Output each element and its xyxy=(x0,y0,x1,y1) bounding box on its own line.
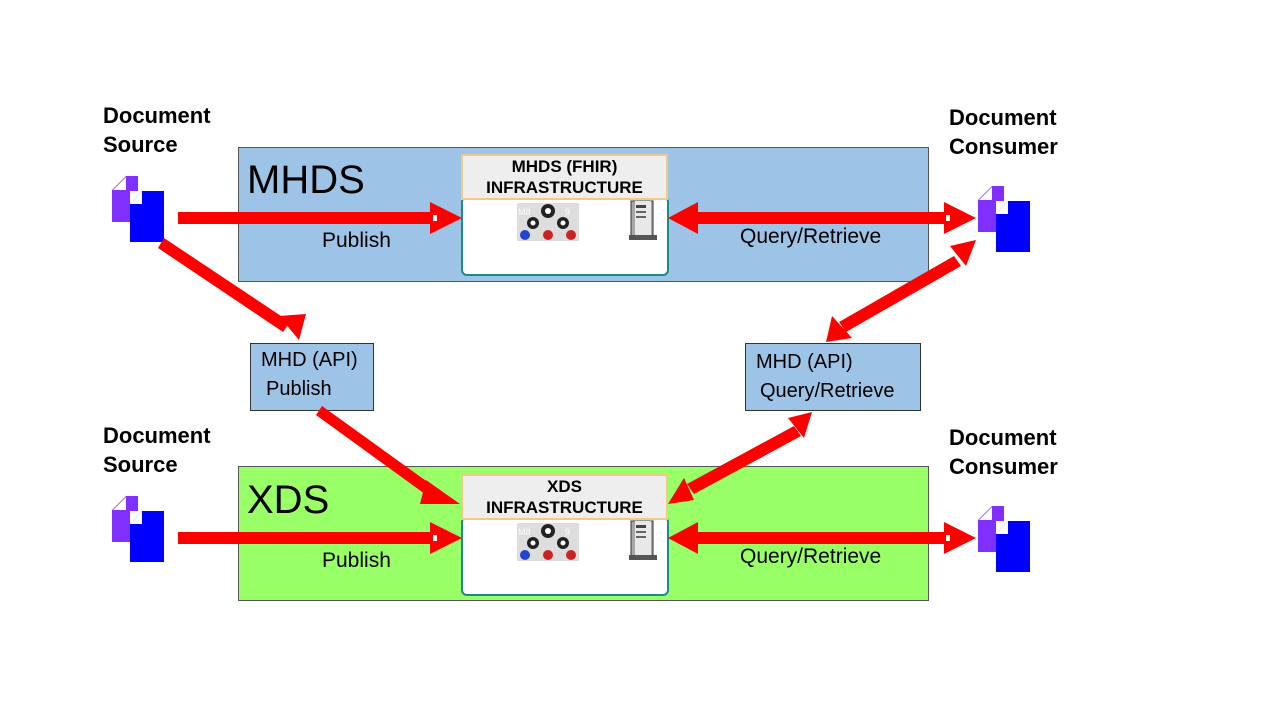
xds-infra-line2: INFRASTRUCTURE xyxy=(486,498,643,517)
mhds-infrastructure-label: MHDS (FHIR) INFRASTRUCTURE xyxy=(461,154,668,200)
mhds-region-title: MHDS xyxy=(247,158,365,202)
xds-gears-icon xyxy=(517,523,579,561)
consumer-to-mhd-query-arrow xyxy=(826,240,976,342)
mhds-publish-label: Publish xyxy=(322,229,391,252)
bottom-source-line2: Source xyxy=(103,452,178,477)
top-source-line2: Source xyxy=(103,132,178,157)
mhd-publish-line1: MHD (API) xyxy=(261,349,358,371)
mhds-query-label: Query/Retrieve xyxy=(740,225,882,248)
bottom-source-line1: Document xyxy=(103,423,211,448)
xds-query-arrow xyxy=(668,522,976,554)
top-consumer-document-icon xyxy=(978,186,1030,252)
xds-region-title: XDS xyxy=(247,478,330,522)
bottom-consumer-line2: Consumer xyxy=(949,454,1058,479)
source-to-mhd-publish-arrow xyxy=(158,238,306,340)
mhds-server-icon xyxy=(628,200,658,241)
mhd-api-query-box: MHD (API) Query/Retrieve xyxy=(745,343,921,411)
mhds-publish-arrow xyxy=(178,202,462,234)
top-consumer-line1: Document xyxy=(949,105,1057,130)
bottom-consumer-line1: Document xyxy=(949,425,1057,450)
mhds-query-arrow xyxy=(668,202,976,234)
xds-infra-line1: XDS xyxy=(547,477,582,496)
arrows xyxy=(158,202,976,554)
top-document-source-label: Document Source xyxy=(103,101,211,159)
mhds-infra-line2: INFRASTRUCTURE xyxy=(486,178,643,197)
bottom-document-consumer-label: Document Consumer xyxy=(949,423,1058,481)
mhd-query-to-xds-arrow xyxy=(668,412,812,504)
mhd-publish-line2: Publish xyxy=(266,378,332,400)
top-consumer-line2: Consumer xyxy=(949,134,1058,159)
mhd-query-line1: MHD (API) xyxy=(756,351,853,373)
mhd-publish-to-xds-arrow xyxy=(316,406,460,504)
top-source-document-icon xyxy=(112,176,164,242)
top-source-line1: Document xyxy=(103,103,211,128)
xds-query-label: Query/Retrieve xyxy=(740,545,882,568)
xds-infrastructure-label: XDS INFRASTRUCTURE xyxy=(461,474,668,520)
xds-publish-arrow xyxy=(178,522,462,554)
top-document-consumer-label: Document Consumer xyxy=(949,103,1058,161)
mhd-query-line2: Query/Retrieve xyxy=(760,380,895,402)
xds-server-icon xyxy=(628,520,658,561)
xds-publish-label: Publish xyxy=(322,549,391,572)
bottom-source-document-icon xyxy=(112,496,164,562)
bottom-consumer-document-icon xyxy=(978,506,1030,572)
bottom-document-source-label: Document Source xyxy=(103,421,211,479)
mhd-api-publish-box: MHD (API) Publish xyxy=(250,343,374,411)
mhds-gears-icon xyxy=(517,203,579,241)
mhds-infra-line1: MHDS (FHIR) xyxy=(511,157,618,176)
